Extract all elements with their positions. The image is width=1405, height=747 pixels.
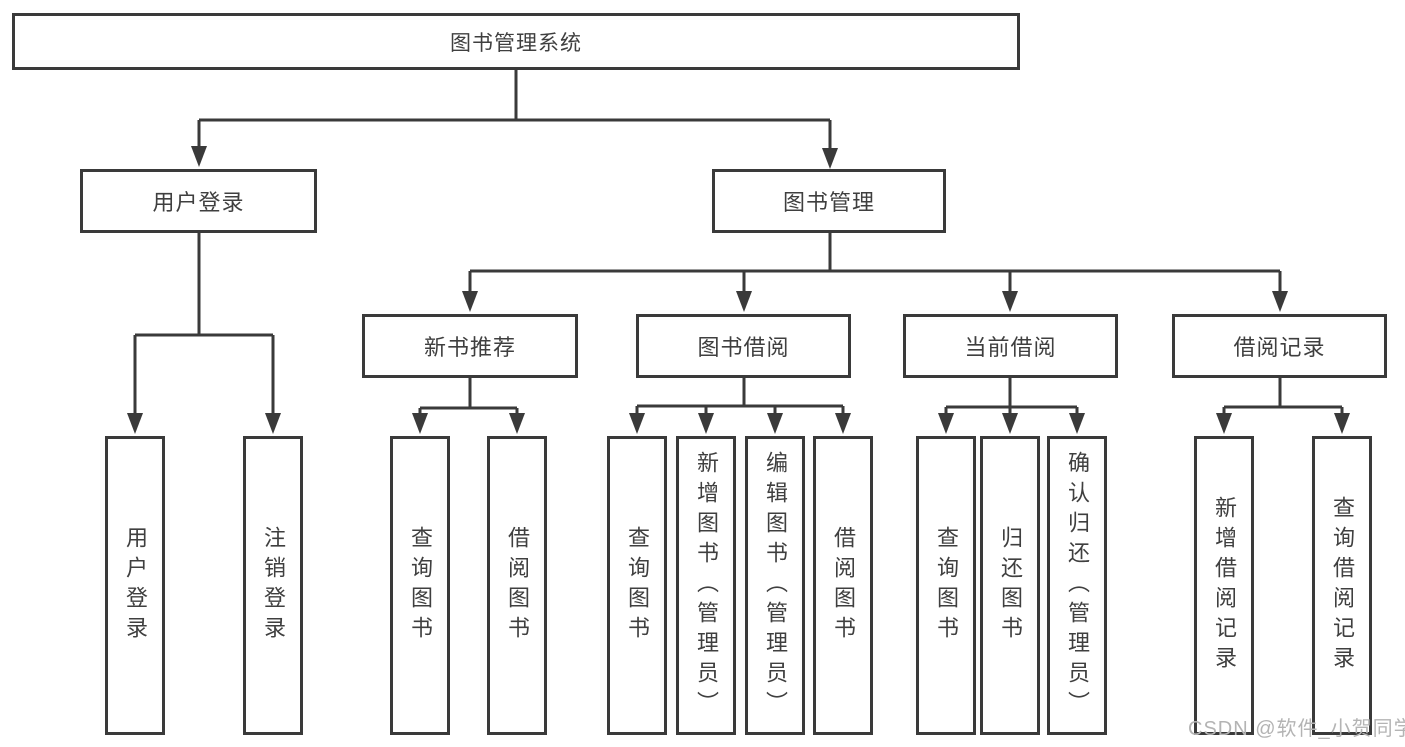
node-leaf-user-login: 用户登录	[105, 436, 165, 735]
csdn-watermark: CSDN @软件_小贺同学	[1188, 718, 1405, 740]
connector-borrow-records-to-leaves	[1222, 378, 1344, 415]
node-leaf-confirm-return-admin-label: 确认归还（管理员）	[1065, 450, 1090, 721]
node-leaf-logout-label: 注销登录	[261, 525, 286, 646]
arrowheads-user-login-to-leaves	[127, 413, 281, 434]
node-leaf-edit-books-admin-label: 编辑图书（管理员）	[763, 450, 788, 721]
node-leaf-query-books-borrowing: 查询图书	[607, 436, 667, 735]
connector-user-login-to-leaves	[133, 233, 275, 414]
node-leaf-borrow-books-recommend-label: 借阅图书	[505, 525, 530, 646]
node-leaf-edit-books-admin: 编辑图书（管理员）	[745, 436, 805, 735]
node-leaf-query-borrow-record-label: 查询借阅记录	[1330, 495, 1355, 676]
node-user-login-label: 用户登录	[152, 190, 245, 215]
arrowheads-borrow-records-to-leaves	[1216, 413, 1350, 434]
node-book-management-label: 图书管理	[782, 190, 875, 215]
connector-current-borrow-to-leaves	[944, 378, 1079, 415]
connector-book-borrow-to-leaves	[635, 378, 845, 415]
node-leaf-query-books-current: 查询图书	[916, 436, 976, 735]
node-leaf-return-books-label: 归还图书	[998, 525, 1023, 646]
node-leaf-return-books: 归还图书	[980, 436, 1040, 735]
node-leaf-query-books-recommend-label: 查询图书	[408, 525, 433, 646]
node-borrow-records-label: 借阅记录	[1233, 335, 1326, 360]
node-leaf-add-borrow-record: 新增借阅记录	[1194, 436, 1254, 735]
node-root-label: 图书管理系统	[450, 31, 582, 55]
node-leaf-user-login-label: 用户登录	[123, 525, 148, 646]
node-leaf-add-borrow-record-label: 新增借阅记录	[1212, 495, 1237, 676]
node-leaf-borrow-books: 借阅图书	[813, 436, 873, 735]
node-book-management: 图书管理	[712, 169, 946, 233]
node-leaf-query-books-borrowing-label: 查询图书	[625, 525, 650, 646]
connector-root-to-level2	[197, 70, 832, 149]
arrowheads-current-borrow-to-leaves	[938, 413, 1085, 434]
node-root-library-system: 图书管理系统	[12, 13, 1020, 70]
node-leaf-query-borrow-record: 查询借阅记录	[1312, 436, 1372, 735]
node-user-login: 用户登录	[80, 169, 317, 233]
node-leaf-logout: 注销登录	[243, 436, 303, 735]
node-current-borrowing: 当前借阅	[903, 314, 1118, 378]
node-leaf-borrow-books-recommend: 借阅图书	[487, 436, 547, 735]
node-leaf-confirm-return-admin: 确认归还（管理员）	[1047, 436, 1107, 735]
node-leaf-query-books-recommend: 查询图书	[390, 436, 450, 735]
arrowheads-book-borrow-to-leaves	[629, 413, 851, 434]
arrowheads-book-mgmt-to-level3	[462, 291, 1288, 312]
node-new-book-recommend-label: 新书推荐	[423, 335, 516, 360]
node-leaf-query-books-current-label: 查询图书	[934, 525, 959, 646]
arrowheads-root-to-level2	[191, 146, 838, 169]
node-current-borrowing-label: 当前借阅	[964, 335, 1057, 360]
node-borrow-records: 借阅记录	[1172, 314, 1387, 378]
connector-book-mgmt-to-level3	[468, 233, 1282, 293]
node-leaf-add-books-admin-label: 新增图书（管理员）	[694, 450, 719, 721]
arrowheads-new-books-to-leaves	[412, 413, 525, 434]
node-leaf-borrow-books-label: 借阅图书	[831, 525, 856, 646]
node-book-borrowing-label: 图书借阅	[697, 335, 790, 360]
node-leaf-add-books-admin: 新增图书（管理员）	[676, 436, 736, 735]
node-book-borrowing: 图书借阅	[636, 314, 851, 378]
node-new-book-recommend: 新书推荐	[362, 314, 578, 378]
connector-new-books-to-leaves	[418, 378, 519, 415]
